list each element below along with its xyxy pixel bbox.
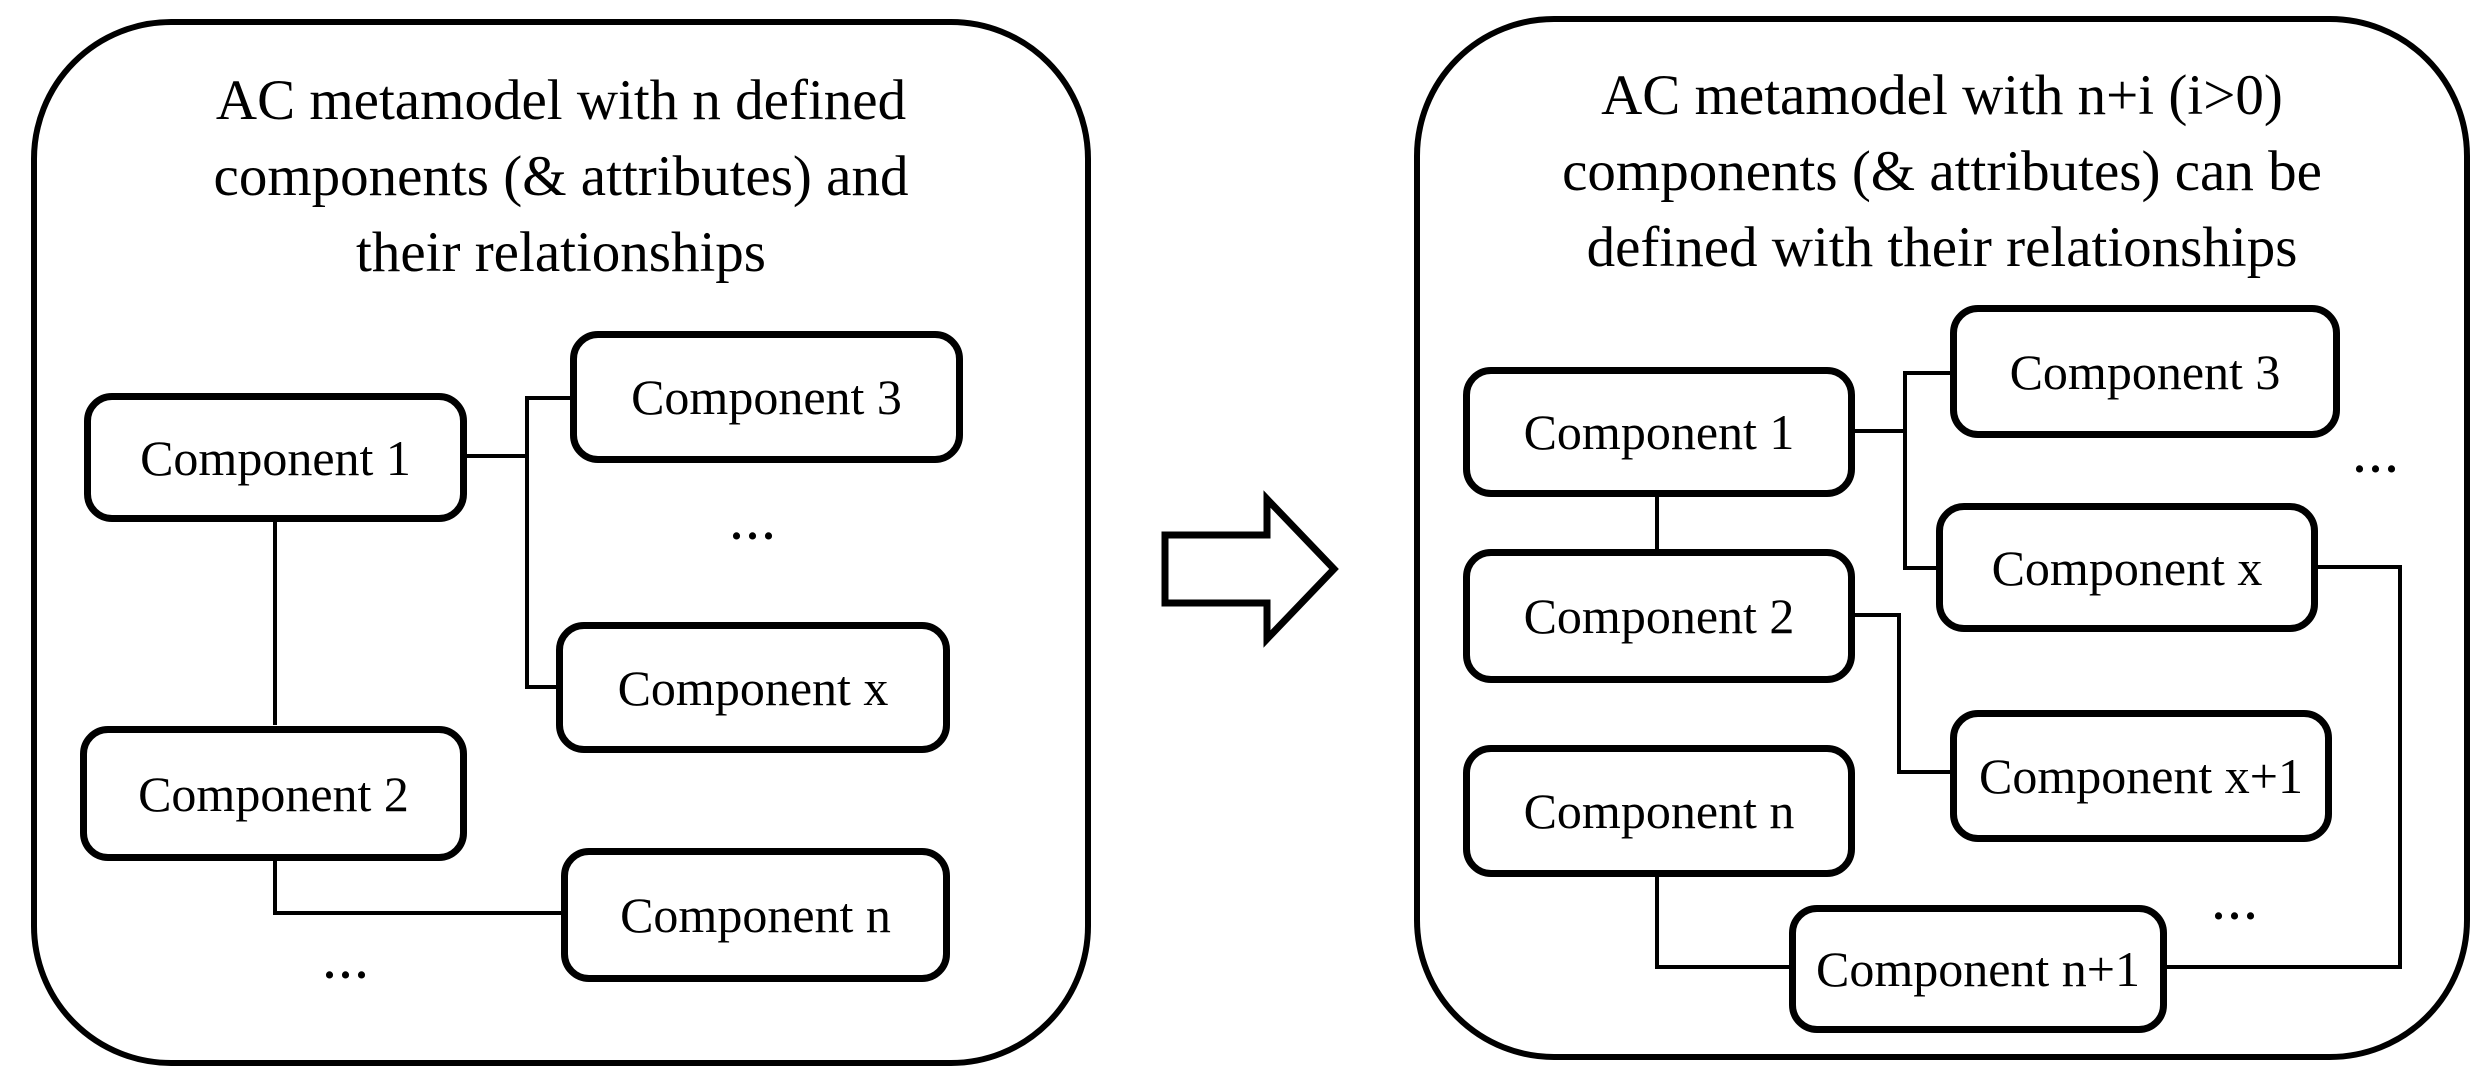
right-component-n1-label: Component n+1 [1815,941,2141,997]
right-title-line-3: defined with their relationships [1586,216,2298,279]
connector-right-cn-down [1655,877,1659,969]
left-ellipsis-below-c2: ... [324,939,372,988]
right-block-arrow-icon [1161,490,1339,648]
left-title-line-3: their relationships [356,221,766,284]
connector-left-junction-to-c3 [525,396,570,400]
connector-left-c1-to-junction [467,454,529,458]
connector-right-junction-vertical [1903,371,1907,570]
right-component-n-label: Component n [1523,783,1795,839]
connector-left-junction-to-cx [525,685,558,689]
connector-right-c1-to-c2 [1655,497,1659,549]
connector-right-cn1-to-far [2167,965,2402,969]
left-component-n-label: Component n [620,887,891,943]
right-component-x1-label: Component x+1 [1978,748,2304,804]
left-component-x-box: Component x [556,622,950,753]
right-title-line-1: AC metamodel with n+i (i>0) [1601,64,2283,127]
right-ellipsis-beside-cn1: ... [2213,880,2261,929]
left-component-2-label: Component 2 [138,765,409,822]
left-component-3-label: Component 3 [631,369,902,425]
right-component-3-box: Component 3 [1950,305,2340,438]
connector-right-far-vertical [2398,565,2402,969]
right-title-line-2: components (& attributes) can be [1562,140,2322,203]
connector-left-c1-to-c2 [273,522,277,725]
right-component-1-box: Component 1 [1463,367,1855,497]
right-component-n-box: Component n [1463,745,1855,877]
right-component-x-box: Component x [1936,503,2318,632]
connector-right-c2-out [1855,613,1901,617]
right-component-x1-box: Component x+1 [1950,710,2332,842]
right-component-1-label: Component 1 [1523,404,1795,460]
right-component-3-label: Component 3 [2009,343,2281,400]
right-ellipsis-beside-c3: ... [2354,433,2402,482]
left-component-3-box: Component 3 [570,331,963,463]
left-component-2-box: Component 2 [80,726,467,861]
connector-right-junction-to-c3 [1903,371,1950,375]
left-ellipsis-between-c3-cx: ... [731,500,779,549]
right-panel-title: AC metamodel with n+i (i>0) components (… [1414,58,2470,286]
connector-right-to-cx1 [1897,770,1950,774]
left-component-1-box: Component 1 [84,393,467,522]
connector-right-junction-to-cx [1903,566,1936,570]
connector-left-junction-vertical [525,396,529,689]
connector-right-c2-down [1897,613,1901,774]
left-component-1-label: Component 1 [140,429,411,486]
left-title-line-1: AC metamodel with n defined [215,69,907,132]
connector-right-cx-out [2318,565,2402,569]
left-component-x-label: Component x [617,659,889,716]
right-component-2-label: Component 2 [1523,588,1795,644]
connector-right-cn-to-cn1 [1655,965,1789,969]
connector-left-c2-to-cn [273,911,563,915]
right-component-n1-box: Component n+1 [1789,905,2167,1033]
left-title-line-2: components (& attributes) and [213,145,909,208]
right-component-x-label: Component x [1991,539,2263,596]
connector-right-c1-to-junction [1855,429,1907,433]
left-panel-title: AC metamodel with n defined components (… [31,63,1091,291]
right-component-2-box: Component 2 [1463,549,1855,683]
left-component-n-box: Component n [561,848,950,982]
connector-left-c2-down [273,861,277,915]
